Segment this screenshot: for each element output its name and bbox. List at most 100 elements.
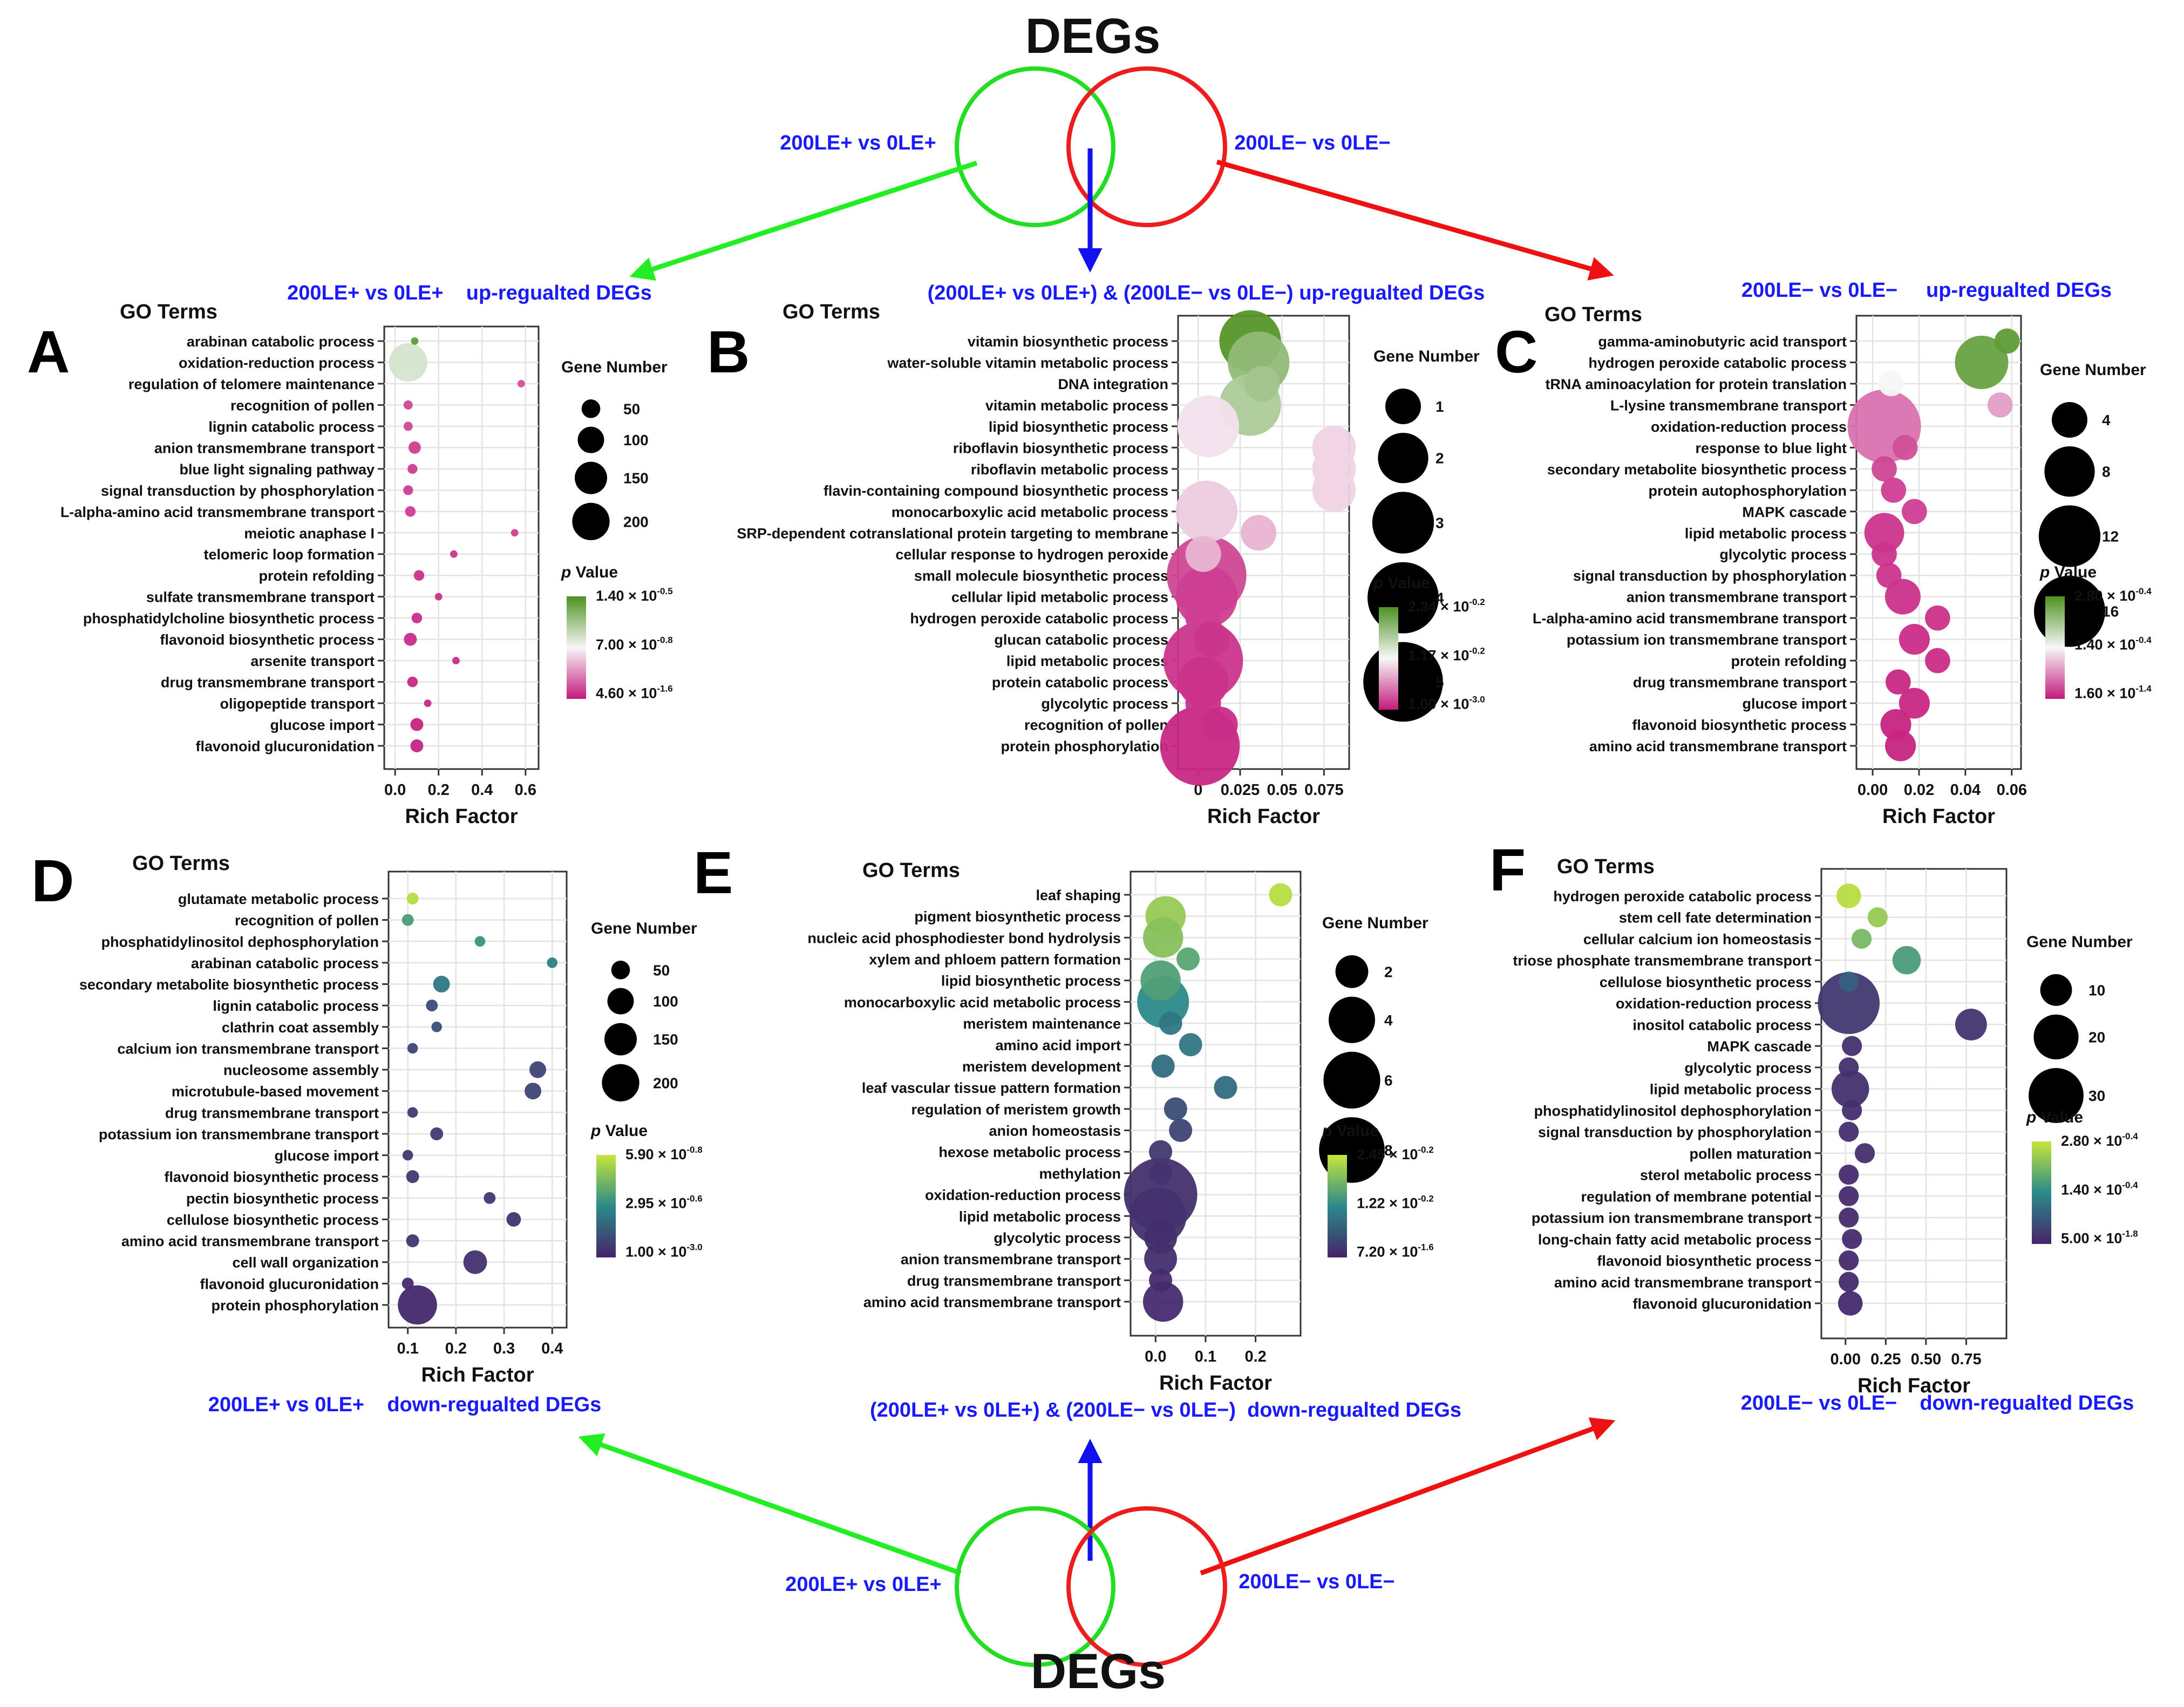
go-term-label: pollen maturation (1689, 1146, 1812, 1162)
panel-letter-f: F (1489, 837, 1526, 903)
color-legend-label: 2.80 × 10-0.4 (2074, 586, 2152, 604)
panel-b-header: (200LE+ vs 0LE+) & (200LE− vs 0LE−) up-r… (928, 282, 1485, 304)
go-term-label: anion transmembrane transport (154, 440, 375, 456)
size-legend-key (607, 988, 634, 1015)
x-tick-label: 0.025 (1221, 781, 1260, 799)
p-italic: p (1373, 574, 1383, 592)
go-term-label: response to blue light (1695, 440, 1847, 456)
exponent: -0.8 (657, 635, 672, 645)
go-term-label: recognition of pollen (1024, 717, 1168, 733)
size-legend-key (1372, 492, 1434, 554)
bubble-point (1925, 648, 1950, 674)
size-legend-title: Gene Number (1373, 348, 1480, 365)
go-term-label: nucleic acid phosphodiester bond hydroly… (807, 930, 1121, 946)
panel-letter-b: B (707, 319, 750, 385)
exponent: -0.5 (657, 586, 672, 596)
go-term-label: xylem and phloem pattern formation (869, 951, 1121, 968)
go-term-label: protein phosphorylation (212, 1297, 379, 1314)
x-axis-label: Rich Factor (1882, 805, 1995, 828)
size-legend-key (1378, 433, 1428, 484)
bubble-point (1925, 605, 1950, 631)
x-axis-label: Rich Factor (405, 805, 518, 828)
go-term-label: arabinan catabolic process (187, 334, 375, 350)
go-term-label: cell wall organization (232, 1255, 379, 1271)
go-term-label: flavonoid biosynthetic process (160, 632, 375, 648)
go-term-label: cellular response to hydrogen peroxide (895, 547, 1168, 563)
mantissa: 2.80 × 10 (2061, 1133, 2122, 1149)
size-legend-key (2033, 1014, 2079, 1060)
go-term-label: drug transmembrane transport (161, 675, 375, 691)
bubble-point (424, 699, 432, 707)
color-legend-bar (1379, 607, 1398, 710)
go-term-label: vitamin biosynthetic process (968, 334, 1168, 350)
exponent: -0.2 (1418, 1193, 1433, 1203)
go-terms-title: GO Terms (132, 852, 230, 875)
go-term-label: vitamin metabolic process (985, 397, 1168, 413)
x-tick-label: 0.6 (515, 781, 536, 799)
p-italic: p (590, 1122, 601, 1140)
bubble-point (1831, 1070, 1869, 1108)
bubble-point (1818, 972, 1880, 1035)
go-terms-title: GO Terms (862, 859, 960, 882)
panel-e-header: (200LE+ vs 0LE+) & (200LE− vs 0LE−) down… (870, 1399, 1461, 1422)
go-term-label: lignin catabolic process (208, 419, 375, 435)
mantissa: 1.00 × 10 (625, 1244, 686, 1260)
go-term-label: MAPK cascade (1707, 1038, 1812, 1055)
exponent: -1.6 (657, 684, 672, 694)
bubble-point (1892, 435, 1918, 460)
bubble-point (406, 1170, 419, 1184)
bubble-point (1885, 730, 1916, 761)
bubble-point (1902, 499, 1927, 525)
size-legend-key (577, 426, 604, 453)
color-legend-label: 2.34 × 10-0.2 (1408, 597, 1485, 615)
bubble-point (389, 343, 427, 382)
value-word: Value (1332, 1122, 1379, 1140)
bubble-point (1159, 1011, 1182, 1035)
go-term-label: lipid metabolic process (959, 1208, 1121, 1225)
size-legend-label: 100 (623, 432, 649, 448)
bubble-point (517, 380, 525, 387)
go-term-label: anion transmembrane transport (1627, 589, 1847, 606)
go-term-label: amino acid transmembrane transport (1589, 738, 1847, 754)
size-legend-label: 150 (623, 470, 649, 487)
x-tick-label: 0.4 (471, 781, 493, 799)
bubble-point (1177, 395, 1240, 458)
bubble-point (405, 506, 416, 517)
color-legend-label: 2.95 × 10-0.6 (625, 1193, 703, 1211)
arrow-to-panel-c (1216, 159, 1614, 281)
bubble-point (1876, 562, 1902, 588)
go-term-label: riboflavin biosynthetic process (953, 440, 1168, 456)
size-legend-title: Gene Number (591, 920, 697, 937)
go-term-label: lipid metabolic process (1685, 525, 1847, 541)
bubble-point (410, 718, 424, 731)
go-term-label: potassium ion transmembrane transport (1567, 632, 1847, 648)
bubble-point (403, 421, 413, 431)
go-term-label: clathrin coat assembly (222, 1019, 379, 1036)
go-term-label: tRNA aminoacylation for protein translat… (1545, 376, 1847, 392)
go-term-label: L-lysine transmembrane transport (1610, 397, 1847, 413)
size-legend-label: 20 (2088, 1029, 2105, 1045)
bubble-point (407, 676, 418, 688)
x-tick-label: 0.1 (397, 1340, 419, 1357)
size-legend-key (2029, 1068, 2084, 1123)
mantissa: 5.90 × 10 (625, 1146, 686, 1162)
go-term-label: anion transmembrane transport (901, 1252, 1121, 1268)
bubble-point (463, 1250, 487, 1274)
bubble-point (431, 1021, 442, 1032)
go-term-label: amino acid transmembrane transport (121, 1233, 379, 1249)
bubble-point (1994, 328, 2020, 354)
mantissa: 7.00 × 10 (596, 636, 657, 652)
go-term-label: protein catabolic process (992, 675, 1168, 691)
bubble-point (406, 893, 419, 904)
size-legend-title: Gene Number (561, 358, 668, 376)
color-legend-bar (596, 1155, 616, 1257)
go-terms-title: GO Terms (120, 301, 217, 323)
bubble-point (1312, 468, 1356, 512)
x-tick-label: 0.2 (428, 781, 450, 799)
size-legend-title: Gene Number (2026, 933, 2133, 951)
bubble-point (1142, 917, 1183, 958)
